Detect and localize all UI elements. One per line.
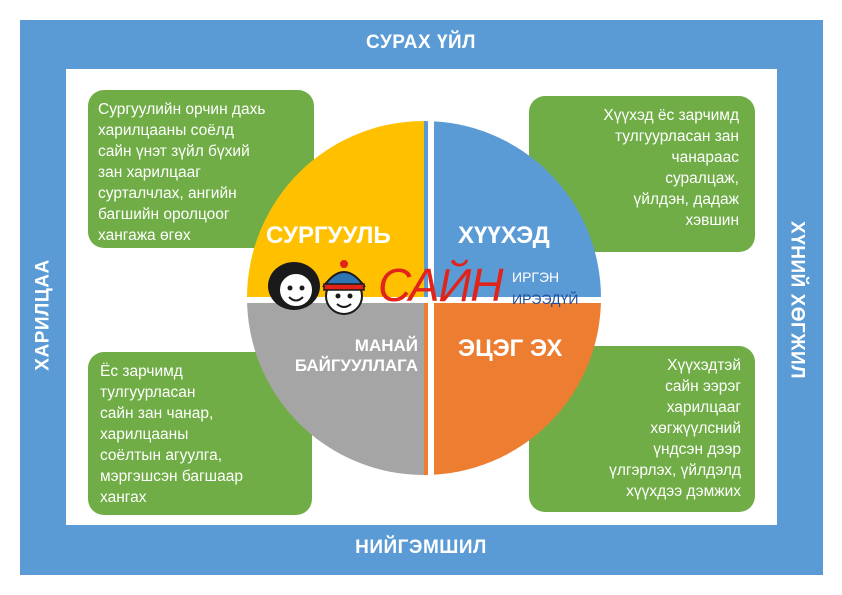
quadrant-org xyxy=(247,298,424,475)
logo-word: САЙН xyxy=(378,259,503,311)
box-line: зан харилцааг xyxy=(98,164,201,181)
org-label-line1: МАНАЙ xyxy=(354,336,418,355)
box-line: хэвшин xyxy=(685,212,739,229)
box-line: сайн зан чанар, xyxy=(100,405,214,422)
box-line: Хүүхэд ёс зарчимд xyxy=(603,107,739,124)
box-line: суралцаж, xyxy=(665,170,739,187)
quadrant-label-school: СУРГУУЛЬ xyxy=(266,222,391,249)
kids-logo-icon xyxy=(268,260,366,315)
frame-label-top: СУРАХ ҮЙЛ xyxy=(365,32,477,53)
box-line: хүүхдээ дэмжих xyxy=(626,483,741,500)
box-line: сайн үнэт зүйл бүхий xyxy=(98,143,250,160)
box-line: тулгуурласан xyxy=(100,384,196,401)
logo-sub-2: ИРЭЭДҮЙ xyxy=(512,291,579,307)
box-line: Сургуулийн орчин дахь xyxy=(98,101,266,118)
quadrant-label-child: ХҮҮХЭД xyxy=(458,222,550,249)
frame-label-bottom: НИЙГЭМШИЛ xyxy=(355,537,487,558)
box-line: харилцааны соёлд xyxy=(98,122,234,139)
box-line: Ёс зарчимд xyxy=(100,363,183,380)
org-label-line2: БАЙГУУЛЛАГА xyxy=(294,356,418,375)
box-line: харилцааг xyxy=(666,399,741,416)
box-line: Хүүхэдтэй xyxy=(667,357,741,374)
box-line: хөгжүүлсний xyxy=(650,420,741,437)
box-line: багшийн оролцоог xyxy=(98,206,230,223)
box-line: хангажа өгөх xyxy=(98,227,191,244)
quadrant-label-parent: ЭЦЭГ ЭХ xyxy=(458,335,563,362)
box-line: харилцааны xyxy=(100,426,189,443)
box-line: чанараас xyxy=(671,149,740,166)
info-box-top-left: Сургуулийн орчин дахь харилцааны соёлд сай… xyxy=(88,90,314,248)
quadrant-school xyxy=(247,121,424,298)
box-line: мэргэшсэн багшаар xyxy=(100,468,243,485)
quadrant-child xyxy=(424,121,601,298)
quadrant-label-org: МАНАЙ БАЙГУУЛЛАГА xyxy=(262,336,418,376)
box-line: соёлтын агуулга, xyxy=(100,447,223,464)
box-line: тулгуурласан зан xyxy=(615,128,739,145)
box-line: сурталчлах, ангийн xyxy=(98,185,237,202)
box-line: үндсэн дээр xyxy=(653,441,741,458)
quadrant-parent xyxy=(424,298,601,475)
logo-sub-1: ИРГЭН xyxy=(512,269,560,285)
box-line: хангах xyxy=(100,489,147,506)
box-line: үйлдэн, дадаж xyxy=(633,191,739,208)
box-line: сайн ээрэг xyxy=(665,378,741,395)
box-line: үлгэрлэх, үйлдэлд xyxy=(609,462,741,479)
